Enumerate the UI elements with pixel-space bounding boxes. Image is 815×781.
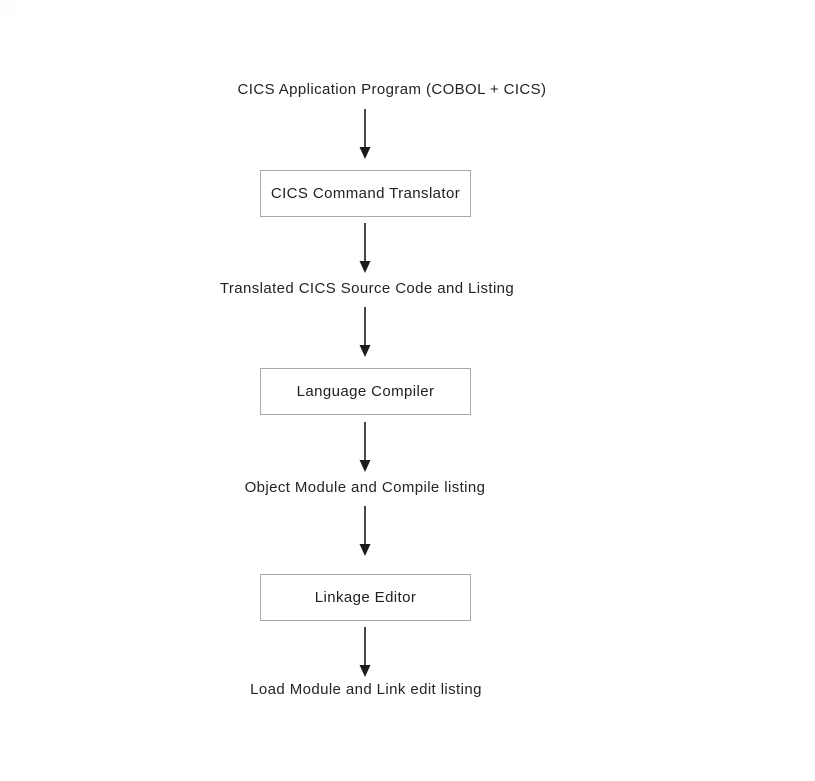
arrow-down-icon [359, 627, 371, 677]
flow-label-object-module: Object Module and Compile listing [244, 479, 486, 496]
flow-box-language-compiler: Language Compiler [260, 368, 471, 415]
flow-box-label: Language Compiler [296, 383, 435, 400]
arrow-down-icon [359, 223, 371, 273]
flow-label-application-program: CICS Application Program (COBOL + CICS) [237, 81, 547, 98]
arrow-down-icon [359, 506, 371, 556]
flow-box-linkage-editor: Linkage Editor [260, 574, 471, 621]
flow-box-cics-command-translator: CICS Command Translator [260, 170, 471, 217]
flow-label-load-module: Load Module and Link edit listing [250, 681, 482, 698]
arrow-down-icon [359, 109, 371, 159]
corner-artifact [0, 0, 16, 16]
flow-label-translated-source: Translated CICS Source Code and Listing [219, 280, 515, 297]
arrow-down-icon [359, 307, 371, 357]
flow-box-label: CICS Command Translator [270, 185, 461, 202]
flow-box-label: Linkage Editor [314, 589, 417, 606]
arrow-down-icon [359, 422, 371, 472]
